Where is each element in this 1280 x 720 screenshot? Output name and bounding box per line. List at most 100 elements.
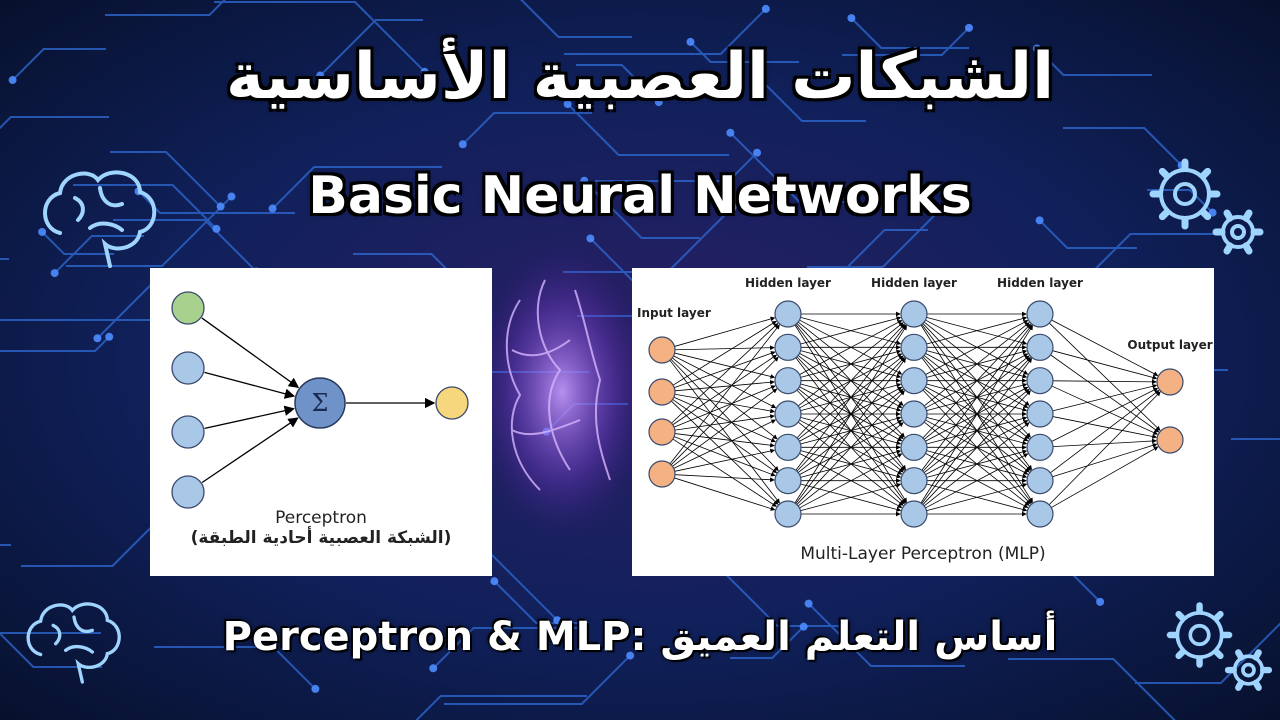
mlp-output-node <box>1156 426 1184 454</box>
mlp-edge <box>1051 319 1159 376</box>
brain-icon <box>26 602 121 684</box>
main-title-english: Basic Neural Networks <box>308 166 972 226</box>
circuit-trace <box>110 151 222 208</box>
mlp-edge <box>669 324 780 465</box>
mlp-hidden-node <box>1026 433 1054 461</box>
gear-tooth <box>1252 649 1262 661</box>
circuit-node <box>1096 597 1105 606</box>
circuit-trace <box>1063 127 1183 167</box>
mlp-hidden-node <box>774 400 802 428</box>
circuit-trace <box>493 580 589 624</box>
hidden-layer-3-label: Hidden layer <box>997 276 1083 290</box>
mlp-hidden-node <box>774 433 802 461</box>
gear-tooth <box>1175 610 1186 622</box>
hidden-layer-2-label: Hidden layer <box>871 276 957 290</box>
gear-tooth <box>1252 679 1262 691</box>
mlp-hidden-node <box>1026 333 1054 361</box>
gear-tooth <box>1158 208 1171 221</box>
circuit-node <box>490 577 499 586</box>
circuit-trace <box>807 602 965 667</box>
mlp-edge <box>1050 354 1160 433</box>
circuit-trace <box>0 319 155 322</box>
perceptron-edge <box>204 371 296 399</box>
perceptron-panel: Σ Perceptron (الشبكة العصبية أحادية الطب… <box>150 268 492 576</box>
gear-tooth <box>1242 209 1253 222</box>
circuit-node <box>93 334 102 343</box>
circuit-node <box>553 616 562 625</box>
mlp-edge <box>674 379 775 392</box>
gear-tooth <box>1223 209 1234 222</box>
circuit-trace <box>53 235 144 274</box>
mlp-edge <box>1051 385 1158 435</box>
mlp-edge <box>925 453 1029 509</box>
circuit-trace <box>757 76 866 122</box>
circuit-node <box>799 622 808 631</box>
circuit-node <box>945 195 954 204</box>
gear-icon <box>1149 158 1264 255</box>
mlp-input-node <box>648 418 676 446</box>
mlp-edge <box>671 323 779 424</box>
mlp-edge <box>800 316 902 345</box>
circuit-node <box>580 176 589 185</box>
mlp-hidden-node <box>900 300 928 328</box>
gear-tooth <box>1158 167 1171 180</box>
mlp-edge <box>673 385 776 428</box>
mlp-hidden-node <box>774 500 802 528</box>
mlp-edge <box>1050 389 1160 474</box>
mlp-hidden-node <box>1026 400 1054 428</box>
circuit-trace <box>595 151 758 182</box>
mlp-edge <box>923 422 1030 507</box>
circuit-node <box>8 76 17 85</box>
circuit-trace <box>807 199 951 268</box>
circuit-trace <box>583 180 700 239</box>
circuit-trace <box>841 229 928 273</box>
circuit-trace <box>520 0 632 38</box>
perceptron-edge <box>201 317 300 388</box>
mlp-edge <box>922 323 1031 439</box>
circuit-trace <box>154 646 317 690</box>
mlp-edge <box>1052 379 1157 385</box>
circuit-node <box>1032 44 1041 53</box>
gear-tooth <box>1213 648 1224 660</box>
mlp-caption: Multi-Layer Perceptron (MLP) <box>800 544 1046 564</box>
mlp-edge <box>672 388 778 467</box>
mlp-hidden-node <box>900 367 928 395</box>
mlp-edge <box>1052 416 1158 439</box>
mlp-edge <box>674 352 776 379</box>
mlp-panel: Input layer Hidden layer Hidden layer Hi… <box>632 268 1214 576</box>
mlp-edge <box>1051 387 1159 442</box>
perceptron-diagram: Σ <box>171 291 469 509</box>
mlp-edge <box>799 320 903 375</box>
circuit-trace <box>716 564 845 627</box>
circuit-node <box>686 37 695 46</box>
mlp-edge <box>1052 383 1158 412</box>
mlp-edge <box>921 357 1033 504</box>
circuit-trace <box>73 184 218 230</box>
mlp-edge <box>1048 391 1161 506</box>
mlp-hidden-node <box>900 333 928 361</box>
mlp-edge <box>672 354 778 426</box>
mlp-edge <box>672 357 778 440</box>
circuit-trace <box>105 0 226 16</box>
mlp-edge <box>796 390 905 505</box>
bottom-subtitle: Perceptron & MLP: أساس التعلم العميق <box>222 614 1058 660</box>
circuit-trace <box>444 654 631 705</box>
mlp-edge <box>673 355 777 409</box>
circuit-trace <box>689 41 799 63</box>
circuit-node <box>804 599 813 608</box>
circuit-trace <box>576 64 660 103</box>
gear-tooth <box>1199 167 1212 180</box>
mlp-edge <box>1052 443 1158 478</box>
circuit-trace <box>137 190 295 214</box>
circuit-node <box>754 73 763 82</box>
circuit-node <box>654 98 663 107</box>
circuit-node <box>212 224 221 233</box>
circuit-trace <box>1231 438 1280 440</box>
mlp-edge <box>797 422 904 507</box>
circuit-trace <box>1008 658 1176 720</box>
mlp-edge <box>920 325 1033 504</box>
perceptron-input-node <box>171 475 205 509</box>
mlp-edge <box>1052 438 1157 448</box>
circuit-node <box>216 202 225 211</box>
perceptron-caption: Perceptron (الشبكة العصبية أحادية الطبقة… <box>150 508 492 548</box>
